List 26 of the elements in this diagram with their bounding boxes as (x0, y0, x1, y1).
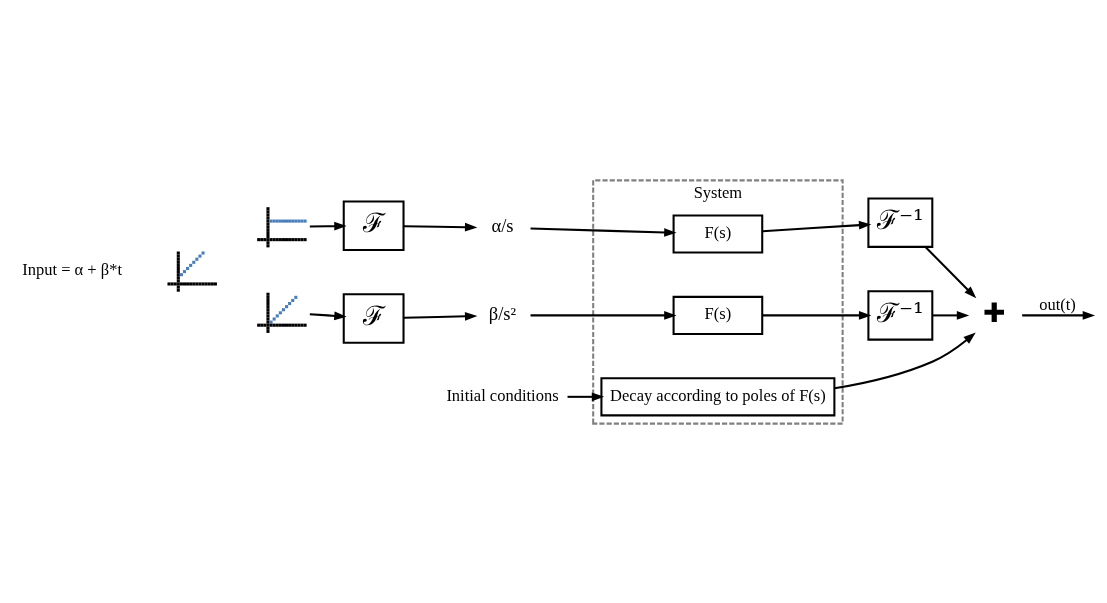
node-text: Initial conditions (446, 385, 559, 405)
node-box: ℱ (342, 199, 405, 251)
arrow (932, 310, 970, 320)
node-text: α/s (491, 214, 514, 236)
edge-label: out(t) (1039, 294, 1076, 314)
arrow (403, 311, 478, 321)
node-box: ℱ⁻¹ (867, 289, 934, 341)
node-text: Input = α + β*t (22, 259, 122, 279)
node-box: F(s) (672, 295, 764, 335)
arrow (403, 222, 478, 232)
arrow (530, 227, 677, 237)
arrow (762, 220, 872, 232)
node-text: β/s² (488, 302, 517, 324)
arrow (762, 310, 872, 320)
node-box: ℱ (342, 292, 405, 344)
node-box: ℱ⁻¹ (867, 196, 934, 248)
node-box: Decay according to poles of F(s) (600, 376, 836, 416)
node-box: F(s) (672, 213, 764, 254)
node-text: ✚ (982, 296, 1006, 328)
arrow (309, 221, 347, 230)
arrow (530, 310, 677, 320)
arrow (309, 311, 347, 320)
arrow (924, 245, 977, 298)
arrow (834, 331, 976, 389)
arrow (1022, 310, 1096, 320)
arrow (567, 392, 605, 401)
